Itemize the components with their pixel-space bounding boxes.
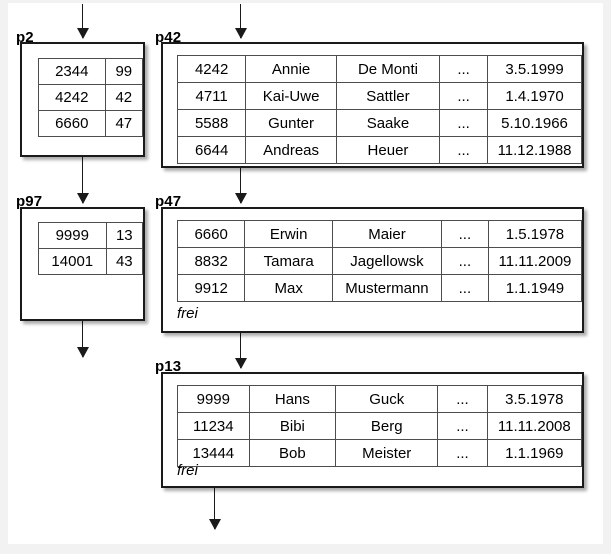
record-date: 11.12.1988	[487, 136, 582, 164]
record-lastname: Meister	[335, 439, 439, 467]
record-firstname: Bob	[248, 439, 337, 467]
index-pointer: 13	[105, 222, 144, 249]
record-firstname: Erwin	[244, 220, 334, 248]
record-firstname: Gunter	[245, 109, 337, 137]
free-space-label-p13: frei	[177, 462, 198, 479]
record-id: 4711	[176, 82, 247, 110]
record-lastname: Sattler	[335, 82, 441, 110]
table-row[interactable]: 13444 Bob Meister ... 1.1.1969	[177, 439, 583, 467]
record-firstname: Bibi	[248, 412, 337, 440]
table-row[interactable]: 8832 Tamara Jagellowsk ... 11.11.2009	[176, 247, 583, 275]
data-page-p42[interactable]: 4242 Annie De Monti ... 3.5.1999 4711 Ka…	[161, 42, 584, 168]
table-row[interactable]: 4242 42	[38, 84, 144, 111]
record-firstname: Annie	[245, 55, 337, 83]
data-table-p42: 4242 Annie De Monti ... 3.5.1999 4711 Ka…	[176, 55, 582, 164]
free-space-label-p47: frei	[177, 305, 198, 322]
table-row[interactable]: 9999 Hans Guck ... 3.5.1978	[177, 385, 583, 413]
table-row[interactable]: 5588 Gunter Saake ... 5.10.1966	[176, 109, 582, 137]
record-id: 6644	[176, 136, 247, 164]
arrow-p2-to-p97	[76, 157, 89, 204]
record-date: 1.4.1970	[487, 82, 582, 110]
page-label-p2: p2	[16, 29, 34, 46]
index-page-p2[interactable]: 2344 99 4242 42 6660 47	[20, 42, 145, 157]
record-id: 9999	[177, 385, 250, 413]
index-key: 2344	[38, 58, 106, 85]
record-lastname: Guck	[335, 385, 439, 413]
page-label-p42: p42	[155, 29, 182, 46]
data-page-p13[interactable]: 9999 Hans Guck ... 3.5.1978 11234 Bibi B…	[161, 372, 584, 488]
arrow-out-of-p13	[208, 487, 221, 530]
record-firstname: Tamara	[244, 247, 334, 275]
record-id: 5588	[176, 109, 247, 137]
record-lastname: Mustermann	[332, 274, 442, 302]
record-date: 11.11.2008	[486, 412, 583, 440]
record-firstname: Kai-Uwe	[245, 82, 337, 110]
data-table-p13: 9999 Hans Guck ... 3.5.1978 11234 Bibi B…	[177, 385, 583, 467]
index-pointer: 43	[105, 248, 144, 275]
index-key: 9999	[38, 222, 107, 249]
table-row[interactable]: 9912 Max Mustermann ... 1.1.1949	[176, 274, 583, 302]
index-key: 6660	[38, 110, 106, 137]
table-row[interactable]: 6644 Andreas Heuer ... 11.12.1988	[176, 136, 582, 164]
record-more: ...	[440, 247, 489, 275]
record-more: ...	[439, 136, 489, 164]
record-lastname: Heuer	[335, 136, 441, 164]
record-firstname: Max	[244, 274, 334, 302]
record-id: 11234	[177, 412, 250, 440]
record-firstname: Hans	[248, 385, 337, 413]
record-more: ...	[440, 220, 489, 248]
record-date: 1.1.1949	[487, 274, 583, 302]
arrow-out-of-p97	[76, 321, 89, 358]
page-label-p97: p97	[16, 193, 43, 210]
record-firstname: Andreas	[245, 136, 337, 164]
record-lastname: Jagellowsk	[332, 247, 442, 275]
record-lastname: De Monti	[335, 55, 441, 83]
record-id: 13444	[177, 439, 250, 467]
record-id: 6660	[176, 220, 246, 248]
arrow-p47-to-p13	[234, 333, 247, 369]
record-lastname: Berg	[335, 412, 439, 440]
index-key: 14001	[38, 248, 107, 275]
record-more: ...	[437, 439, 488, 467]
page-label-p47: p47	[155, 193, 182, 210]
arrow-p42-to-p47	[234, 168, 247, 204]
record-id: 9912	[176, 274, 246, 302]
record-lastname: Maier	[332, 220, 442, 248]
record-date: 5.10.1966	[487, 109, 582, 137]
index-key: 4242	[38, 84, 106, 111]
arrow-into-p42	[234, 4, 247, 39]
record-date: 11.11.2009	[487, 247, 583, 275]
table-row[interactable]: 9999 13	[38, 222, 144, 249]
index-table-p2: 2344 99 4242 42 6660 47	[38, 58, 144, 137]
record-id: 4242	[176, 55, 247, 83]
record-date: 1.5.1978	[487, 220, 583, 248]
record-more: ...	[437, 412, 488, 440]
index-pointer: 42	[104, 84, 144, 111]
data-page-p47[interactable]: 6660 Erwin Maier ... 1.5.1978 8832 Tamar…	[161, 207, 584, 333]
record-lastname: Saake	[335, 109, 441, 137]
table-row[interactable]: 11234 Bibi Berg ... 11.11.2008	[177, 412, 583, 440]
record-more: ...	[439, 55, 489, 83]
table-row[interactable]: 14001 43	[38, 248, 144, 275]
record-more: ...	[439, 109, 489, 137]
table-row[interactable]: 6660 47	[38, 110, 144, 137]
index-table-p97: 9999 13 14001 43	[38, 222, 144, 275]
record-date: 3.5.1999	[487, 55, 582, 83]
page-label-p13: p13	[155, 358, 182, 375]
index-page-p97[interactable]: 9999 13 14001 43	[20, 207, 145, 321]
index-pointer: 99	[104, 58, 144, 85]
record-more: ...	[440, 274, 489, 302]
arrow-into-p2	[76, 4, 89, 39]
table-row[interactable]: 4242 Annie De Monti ... 3.5.1999	[176, 55, 582, 83]
index-pointer: 47	[104, 110, 144, 137]
record-id: 8832	[176, 247, 246, 275]
table-row[interactable]: 4711 Kai-Uwe Sattler ... 1.4.1970	[176, 82, 582, 110]
record-more: ...	[439, 82, 489, 110]
record-more: ...	[437, 385, 488, 413]
record-date: 1.1.1969	[486, 439, 583, 467]
record-date: 3.5.1978	[486, 385, 583, 413]
data-table-p47: 6660 Erwin Maier ... 1.5.1978 8832 Tamar…	[176, 220, 583, 302]
table-row[interactable]: 2344 99	[38, 58, 144, 85]
table-row[interactable]: 6660 Erwin Maier ... 1.5.1978	[176, 220, 583, 248]
